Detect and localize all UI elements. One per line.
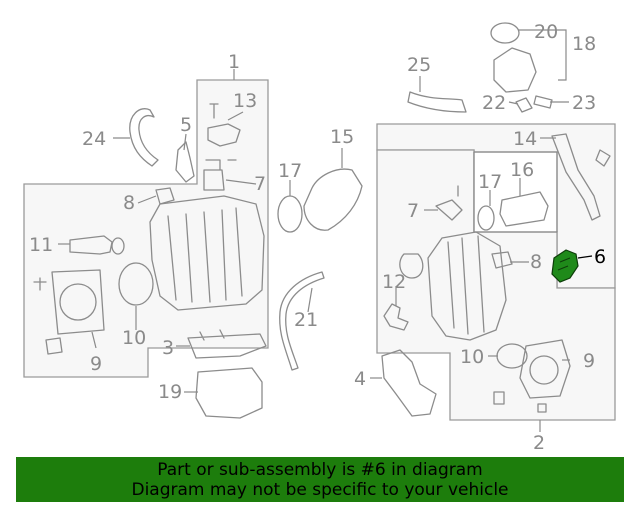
part-19-cover: [195, 367, 263, 419]
part-14-rail: [551, 133, 611, 221]
callout-16: 16: [510, 159, 534, 181]
part-8-sensor-right: [491, 251, 513, 269]
part-2-intake-body: [427, 231, 507, 341]
callout-3: 3: [162, 337, 174, 359]
part-8-sensor-left: [155, 187, 175, 205]
parts-diagram: 1 2 3 4 5 6 7 7 8 8 9 9 10 10 11 12 13 1…: [23, 21, 616, 454]
part-10-gasket-left: [118, 262, 154, 306]
callout-7-right: 7: [407, 200, 419, 222]
part-22-fitting: [515, 97, 533, 113]
part-3-bracket: [187, 329, 267, 359]
callout-18: 18: [572, 33, 596, 55]
callout-7-left: 7: [254, 173, 266, 195]
callout-19: 19: [158, 381, 182, 403]
callout-1: 1: [228, 51, 240, 73]
callout-17-right: 17: [478, 171, 502, 193]
part-info-banner: Part or sub-assembly is #6 in diagram Di…: [16, 457, 624, 502]
part-21-tube: [279, 271, 325, 371]
part-5-bracket: [175, 141, 195, 183]
callout-13: 13: [233, 90, 257, 112]
callout-17-left: 17: [278, 160, 302, 182]
callout-25: 25: [407, 54, 431, 76]
part-25-pipe: [407, 91, 467, 113]
callout-6[interactable]: 6: [594, 246, 606, 268]
part-24-hose: [129, 108, 159, 167]
callout-5: 5: [180, 114, 192, 136]
part-13-sensor: [207, 103, 241, 147]
callout-14: 14: [513, 128, 537, 150]
callout-9-left: 9: [90, 353, 102, 375]
part-12-pipe: [383, 303, 409, 331]
callout-10-right: 10: [460, 346, 484, 368]
part-7-valve-right: [435, 185, 463, 221]
part-17-clamp-right: [477, 205, 495, 231]
callout-20: 20: [534, 21, 558, 43]
part-6-highlighted[interactable]: [551, 249, 579, 283]
callout-23: 23: [572, 92, 596, 114]
callout-8-left: 8: [123, 192, 135, 214]
part-9-throttle-left: [51, 269, 105, 335]
part-15-hose: [303, 168, 363, 231]
callout-24: 24: [82, 128, 106, 150]
callout-15: 15: [330, 126, 354, 148]
part-9-throttle-right: [519, 339, 571, 399]
assembly-box-1: [23, 79, 269, 378]
callout-2: 2: [533, 432, 545, 454]
callout-8-right: 8: [530, 251, 542, 273]
callout-21: 21: [294, 309, 318, 331]
callout-22: 22: [482, 92, 506, 114]
callout-4: 4: [354, 368, 366, 390]
callout-9-right: 9: [583, 350, 595, 372]
callout-12: 12: [382, 271, 406, 293]
part-18-housing: [493, 47, 537, 93]
part-11-pipe: [69, 235, 125, 255]
part-16-hose: [499, 191, 549, 227]
part-17-clamp-left: [277, 195, 303, 233]
banner-line-disclaimer: Diagram may not be specific to your vehi…: [131, 480, 509, 500]
part-20-cap: [490, 22, 520, 44]
part-23-fitting: [533, 95, 553, 109]
callout-11: 11: [29, 234, 53, 256]
banner-line-part: Part or sub-assembly is #6 in diagram: [157, 460, 483, 480]
part-7-valve-left: [203, 159, 237, 191]
part-1-intake-body: [149, 195, 265, 311]
part-4-bracket: [381, 349, 437, 417]
callout-10-left: 10: [122, 327, 146, 349]
